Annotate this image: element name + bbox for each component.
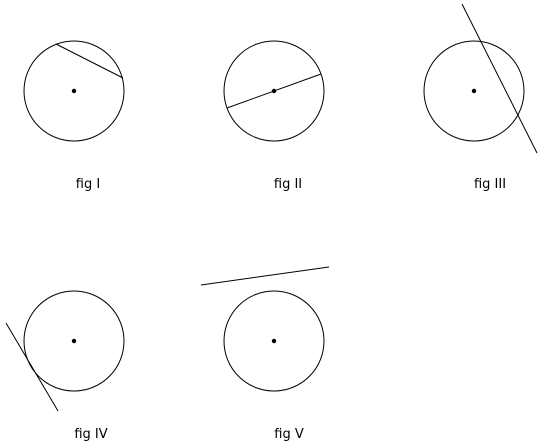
- figure-4-tangent: fig IV: [5, 290, 125, 442]
- figure-5-exterior-line-segment: [200, 266, 330, 286]
- figure-1-circle: [23, 40, 125, 142]
- figure-2-label: fig II: [274, 177, 302, 192]
- figure-1-center-point: [71, 88, 77, 94]
- figure-3-center-point: [471, 88, 477, 94]
- figure-4-center-point: [71, 338, 77, 344]
- figure-4-circle: [23, 290, 125, 392]
- figure-2-diameter-line: [226, 73, 322, 109]
- figure-4-label: fig IV: [74, 427, 107, 442]
- figure-3-circle: [423, 40, 525, 142]
- figure-1-label: fig I: [76, 177, 100, 192]
- figure-3-secant: fig III: [423, 3, 538, 192]
- figure-3-label: fig III: [474, 177, 506, 192]
- figure-2-diameter: fig II: [223, 40, 325, 192]
- figure-5-exterior-line: fig V: [200, 266, 330, 442]
- figure-5-center-point: [271, 338, 277, 344]
- figure-2-circle: [223, 40, 325, 142]
- figure-4-tangent-line: [5, 322, 59, 412]
- figure-1-chord-line: [55, 43, 124, 79]
- figure-1-chord: fig I: [23, 40, 125, 192]
- figure-3-secant-line: [461, 3, 538, 154]
- figure-5-circle: [223, 290, 325, 392]
- figure-5-label: fig V: [274, 427, 304, 442]
